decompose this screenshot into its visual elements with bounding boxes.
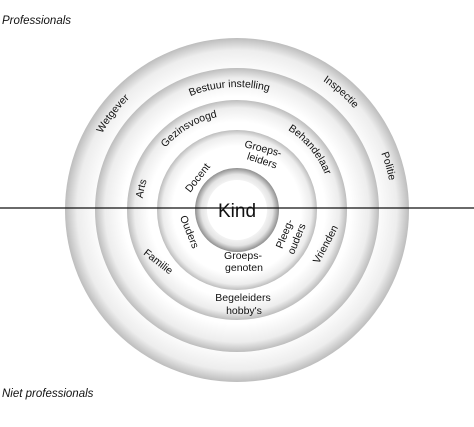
niet-professionals-label: Niet professionals: [2, 388, 94, 400]
professionals-label: Professionals: [2, 15, 71, 27]
label-arts: Arts: [134, 178, 150, 199]
label-groepsgenoten-2: genoten: [225, 262, 263, 274]
center-core: [207, 180, 267, 240]
label-hobbys: hobby's: [226, 305, 262, 317]
label-groepsgenoten-1: Groeps-: [224, 250, 262, 262]
center-kind-label: Kind: [218, 201, 256, 222]
label-begeleiders: Begeleiders: [215, 292, 270, 304]
rings: [65, 38, 409, 382]
